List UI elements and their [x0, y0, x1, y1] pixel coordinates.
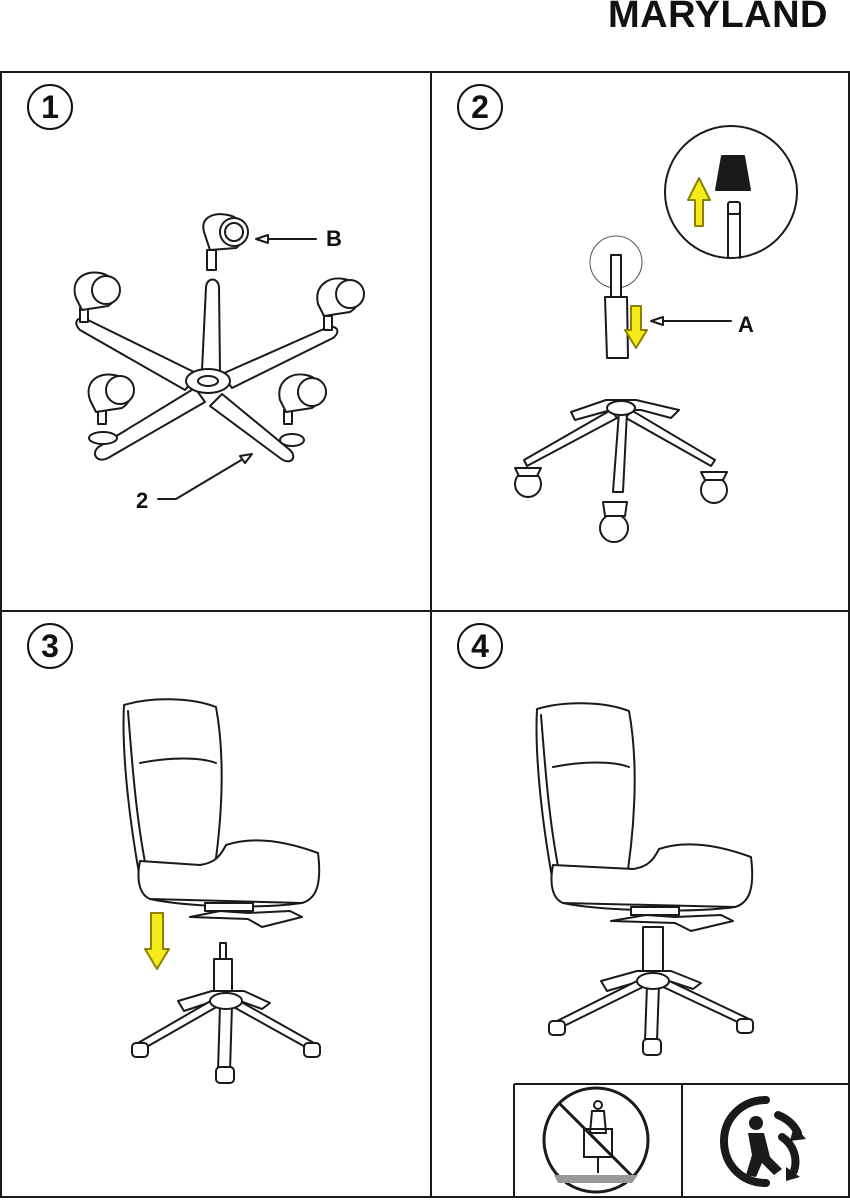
step-3-illustration: [122, 698, 321, 1084]
step-2-number: 2: [457, 84, 503, 130]
no-standing-on-chair-icon: [542, 1086, 650, 1194]
step-2-illustration: [514, 125, 798, 543]
recycle-symbol-icon: [719, 1096, 806, 1187]
label-a: A: [738, 312, 754, 337]
step-4-number: 4: [457, 623, 503, 669]
step-4-illustration: [535, 702, 754, 1056]
step-3-number: 3: [27, 623, 73, 669]
product-title: MARYLAND: [607, 0, 828, 36]
label-part-2: 2: [136, 488, 149, 513]
label-b: B: [326, 226, 342, 251]
step-1-illustration: [73, 213, 365, 500]
step-1-number: 1: [27, 84, 73, 130]
